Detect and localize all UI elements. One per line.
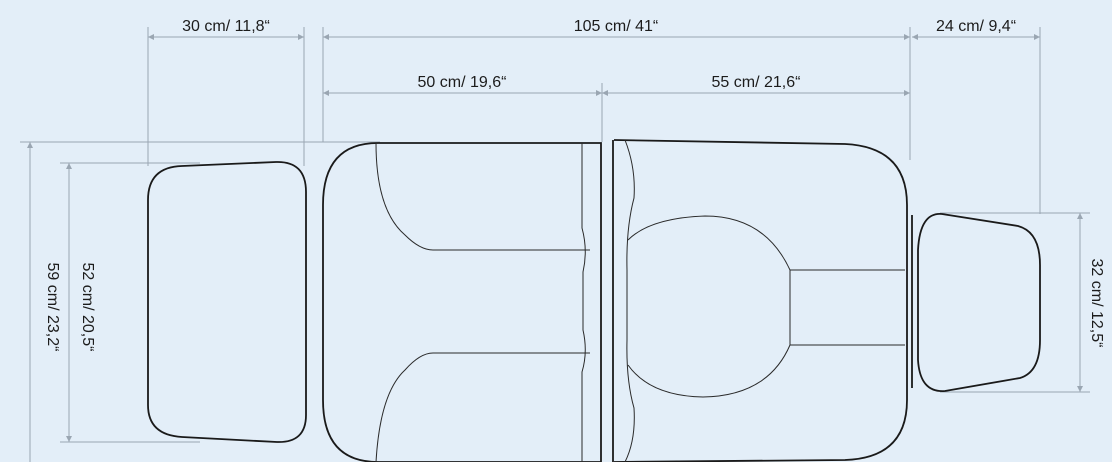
back-length-label: 55 cm/ 21,6“ (712, 74, 801, 91)
backrest-outline (613, 139, 908, 462)
foot-height-label: 52 cm/ 20,5“ (79, 263, 96, 352)
seat-length-label: 50 cm/ 19,6“ (418, 74, 507, 91)
seat-upper-contour (375, 142, 590, 251)
backrest-head-recess (627, 215, 791, 398)
seat-section (322, 142, 602, 462)
total-length-label: 105 cm/ 41“ (574, 18, 658, 35)
total-width-label: 59 cm/ 23,2“ (44, 263, 61, 352)
seat-lower-contour (375, 352, 590, 462)
seat-side-bolster (581, 143, 586, 462)
dimension-labels: 30 cm/ 11,8“ 105 cm/ 41“ 50 cm/ 19,6“ 55… (44, 18, 1105, 351)
foot-width-label: 30 cm/ 11,8“ (182, 18, 270, 35)
head-width-label: 24 cm/ 9,4“ (936, 18, 1016, 35)
backrest-left-bolster (624, 139, 635, 462)
head-height-label: 32 cm/ 12,5“ (1088, 259, 1105, 348)
seat-cushion-outline (322, 142, 602, 462)
dimension-lines (20, 27, 1090, 462)
head-cushion (917, 213, 1041, 392)
backrest-section (612, 139, 908, 462)
head-section (911, 213, 1041, 392)
foot-cushion (147, 161, 307, 443)
